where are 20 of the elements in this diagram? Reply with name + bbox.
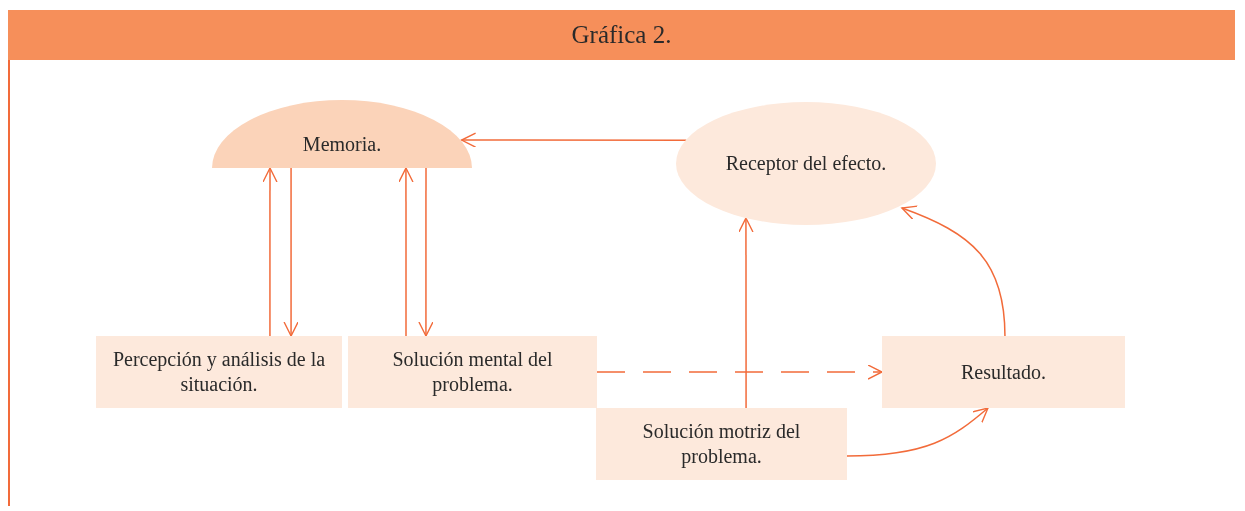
arrow: [418, 167, 434, 337]
arrow: [738, 217, 754, 409]
process-box: [348, 336, 597, 408]
arrow: [596, 364, 883, 380]
node-label: Resultado.: [961, 359, 1046, 385]
node-label: Percepción y análisis de la situación.: [111, 347, 327, 397]
arrow: [460, 132, 688, 148]
node-label: Memoria.: [302, 131, 382, 157]
arrow: [262, 167, 278, 337]
process-box: [882, 336, 1125, 408]
arrow: [283, 167, 299, 337]
node-label: Solución motriz del problema.: [641, 419, 802, 469]
node-label: Solución mental del problema.: [391, 347, 554, 397]
process-box: [96, 336, 342, 408]
title: Gráfica 2.: [571, 21, 672, 49]
node-label: Receptor del efecto.: [725, 151, 887, 176]
arrow: [846, 407, 989, 457]
arrow: [901, 205, 1006, 337]
arrow: [398, 167, 414, 337]
process-box: [596, 408, 847, 480]
